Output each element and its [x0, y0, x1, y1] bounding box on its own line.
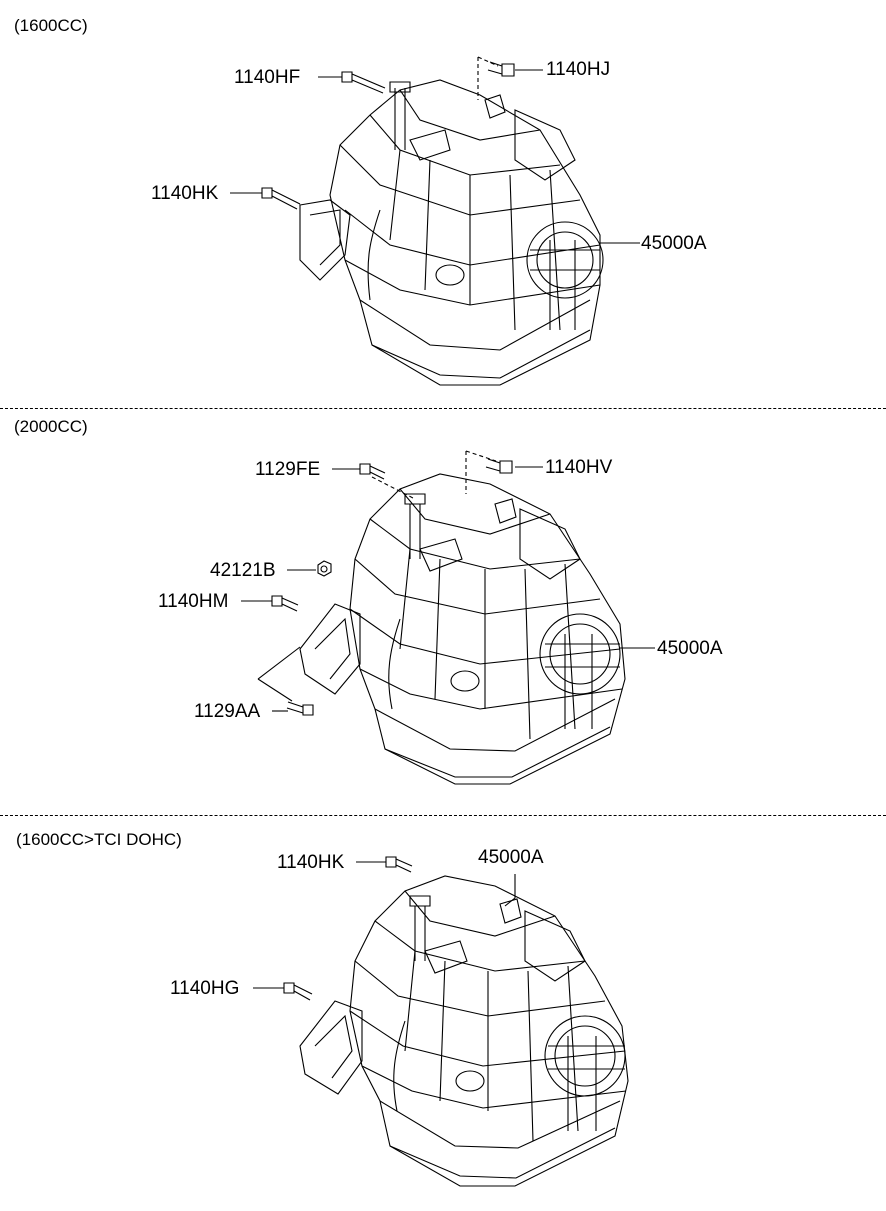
transmission-assembly-illustration	[0, 409, 886, 814]
callout-label: 1140HF	[234, 67, 301, 88]
callout-label: 45000A	[657, 638, 723, 659]
section-title: (1600CC>TCI DOHC)	[16, 830, 182, 849]
bolt-icon	[284, 983, 312, 1000]
section-divider	[0, 408, 886, 409]
callout-label: 45000A	[641, 233, 707, 254]
transmission-assembly-illustration	[0, 816, 886, 1211]
bolt-icon	[360, 464, 385, 479]
callout-label: 1129AA	[194, 701, 261, 722]
callout-label: 1129FE	[255, 459, 321, 480]
callout-label: 45000A	[478, 847, 544, 868]
section-title: (2000CC)	[14, 417, 88, 436]
bolt-icon	[262, 188, 300, 209]
callout-label: 1140HK	[277, 852, 345, 873]
callout-label: 1140HV	[545, 457, 613, 478]
section-1600cc-tci-dohc: (1600CC>TCI DOHC)	[0, 816, 886, 1211]
section-1600cc: (1600CC)	[0, 0, 886, 408]
bolt-icon	[342, 72, 385, 93]
bolt-icon	[386, 857, 412, 872]
nut-icon	[318, 561, 331, 576]
bolt-icon	[488, 62, 514, 76]
transmission-assembly-illustration	[0, 0, 886, 408]
callout-label: 1140HJ	[546, 59, 611, 80]
callout-label: 1140HM	[158, 591, 229, 612]
section-title: (1600CC)	[14, 16, 88, 35]
bolt-icon	[272, 596, 298, 611]
bolt-icon	[287, 702, 313, 715]
section-divider	[0, 815, 886, 816]
bolt-icon	[486, 459, 512, 473]
section-2000cc: (2000CC)	[0, 409, 886, 814]
callout-label: 1140HK	[151, 183, 219, 204]
callout-label: 1140HG	[170, 978, 240, 999]
callout-label: 42121B	[210, 560, 276, 581]
